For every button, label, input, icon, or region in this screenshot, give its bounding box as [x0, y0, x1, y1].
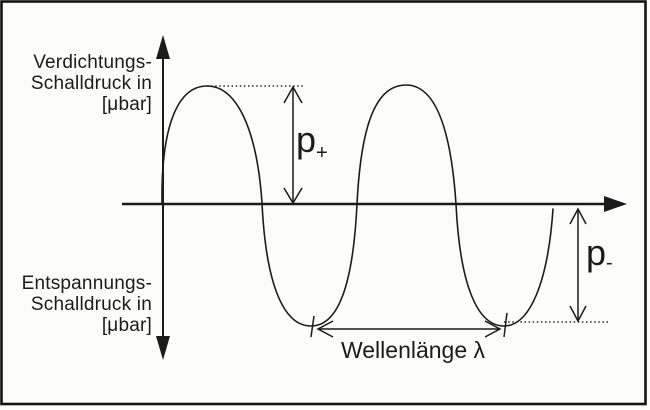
negative-amplitude-subscript: - [606, 252, 613, 274]
wavelength-arrowhead-right-icon [484, 320, 502, 338]
positive-pressure-axis-label-line3: [μbar] [101, 94, 152, 115]
negative-amplitude-arrowhead-down-icon [569, 305, 587, 323]
positive-pressure-axis-label: Verdichtungs- Schalldruck in [μbar] [10, 52, 152, 115]
positive-amplitude-arrowhead-up-icon [283, 85, 303, 104]
negative-amplitude-arrowhead-up-icon [569, 207, 587, 225]
negative-pressure-axis-label-line1: Entspannungs- [21, 273, 152, 294]
axis-arrow-up-icon [156, 35, 170, 59]
positive-pressure-axis-label-line1: Verdichtungs- [33, 52, 152, 73]
wavelength-arrowhead-left-icon [316, 320, 334, 338]
sound-wave-curve [161, 84, 554, 327]
negative-pressure-axis-label-line2: Schalldruck in [30, 294, 152, 315]
axis-arrow-down-icon [156, 336, 170, 360]
negative-pressure-axis-label: Entspannungs- Schalldruck in [μbar] [10, 273, 152, 336]
positive-amplitude-subscript: + [316, 142, 328, 164]
negative-amplitude-label: p- [586, 235, 613, 281]
negative-pressure-axis-label-line3: [μbar] [101, 315, 152, 336]
axis-arrow-right-icon [604, 196, 627, 212]
positive-amplitude-symbol: p [296, 119, 317, 160]
wavelength-tick-right [503, 312, 508, 338]
positive-amplitude-arrowhead-down-icon [283, 187, 303, 205]
positive-pressure-axis-label-line2: Schalldruck in [30, 73, 152, 94]
negative-amplitude-symbol: p [586, 232, 607, 273]
wavelength-tick-left [310, 315, 315, 338]
positive-amplitude-label: p+ [296, 122, 328, 171]
wavelength-label: Wellenlänge λ [340, 337, 486, 363]
